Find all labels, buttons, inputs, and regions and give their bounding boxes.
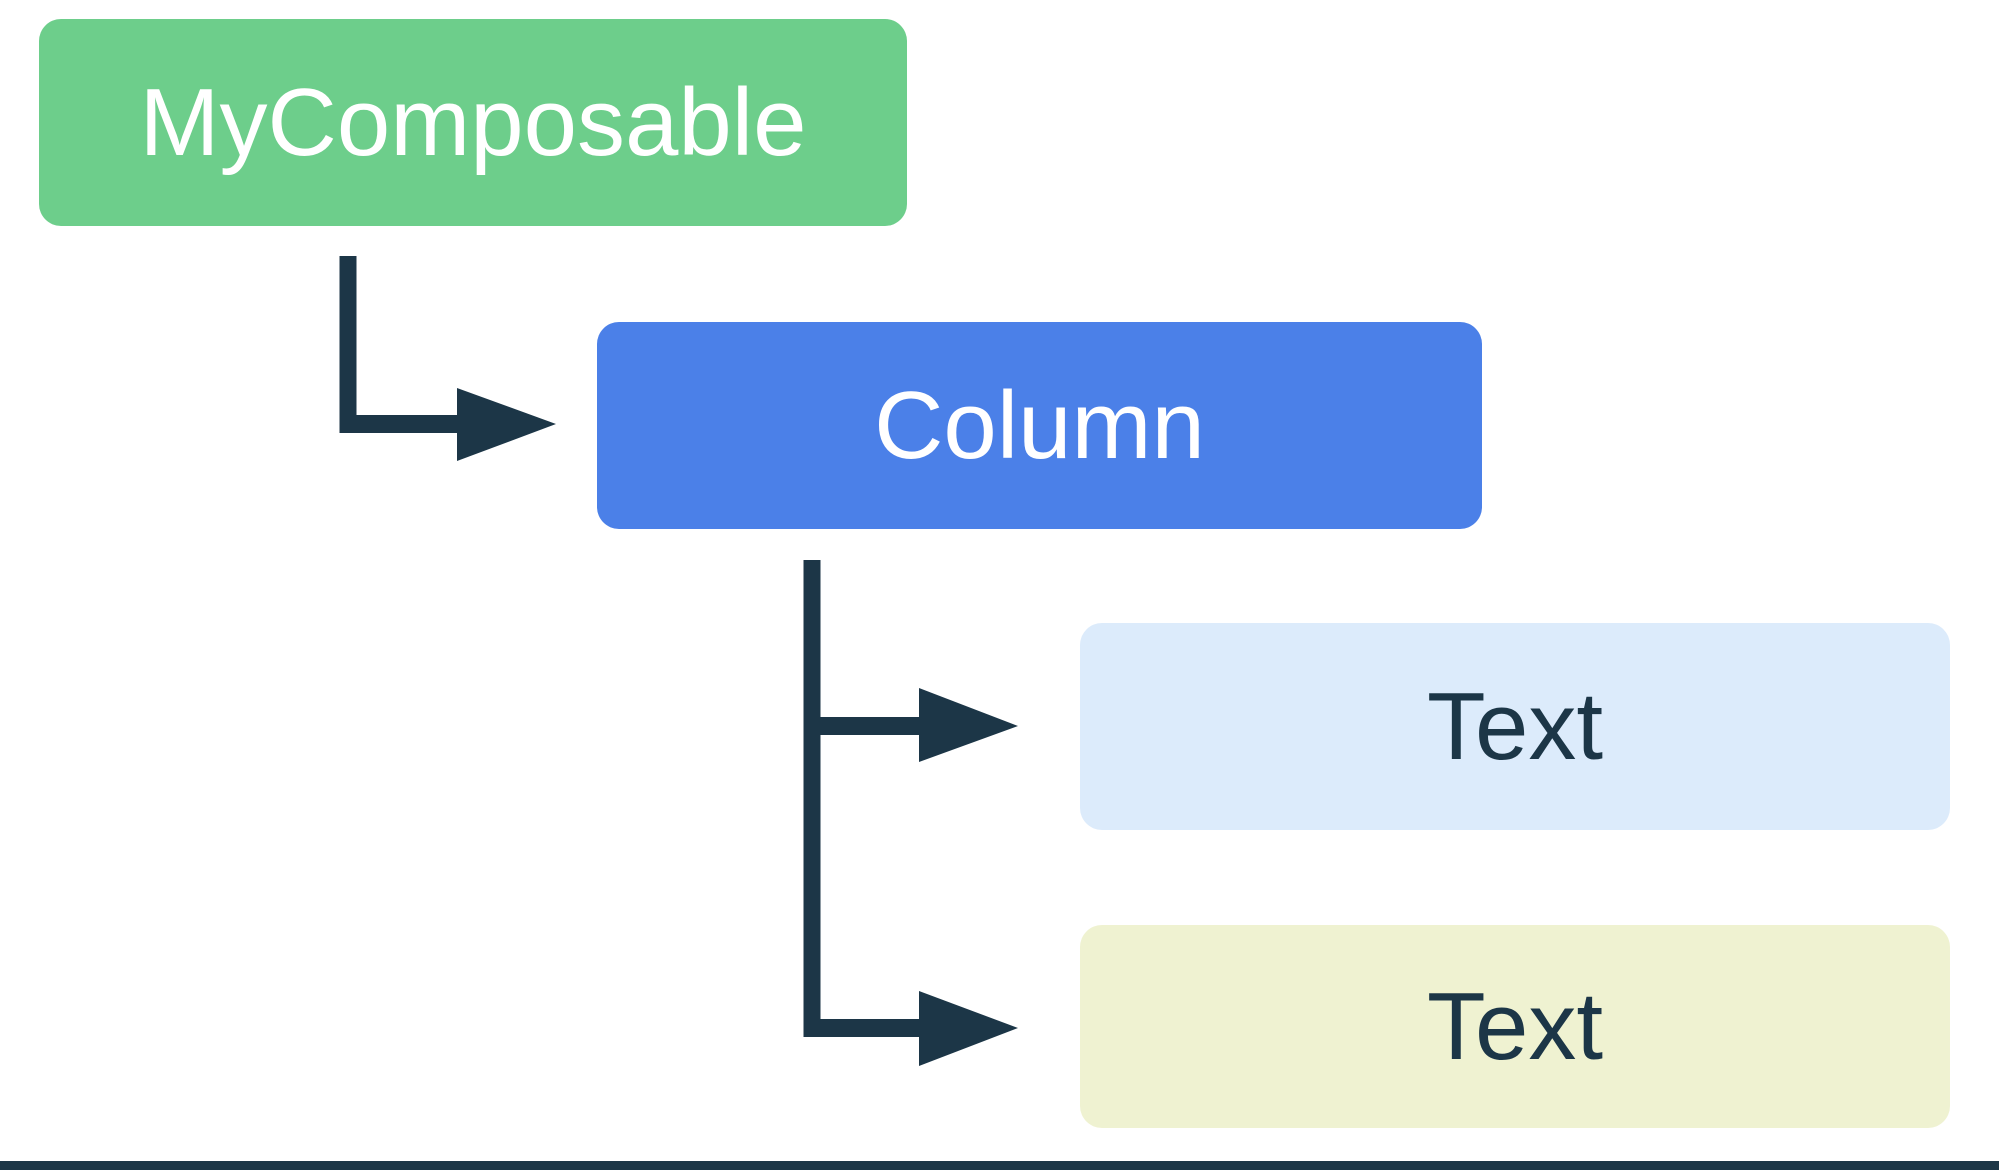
node-label: Text [1426, 672, 1604, 780]
arrowhead-right-icon [919, 991, 1018, 1066]
connector-vertical-line [339, 256, 357, 433]
connector-branch-line-2 [803, 1019, 920, 1037]
bottom-border [0, 1161, 1999, 1170]
node-text-1: Text [1080, 623, 1950, 830]
node-column: Column [597, 322, 1482, 529]
arrowhead-right-icon [919, 688, 1018, 762]
connector-vertical-trunk [803, 560, 821, 1037]
connector-horizontal-line [339, 415, 458, 433]
edge-column-children [803, 560, 1018, 1066]
edge-mycomposable-column [339, 256, 556, 461]
node-text-2: Text [1080, 925, 1950, 1128]
arrowhead-right-icon [457, 388, 556, 461]
connector-branch-line-1 [803, 717, 920, 735]
node-label: MyComposable [139, 68, 807, 176]
node-mycomposable: MyComposable [39, 19, 907, 226]
node-label: Text [1426, 972, 1604, 1080]
node-label: Column [874, 371, 1205, 479]
